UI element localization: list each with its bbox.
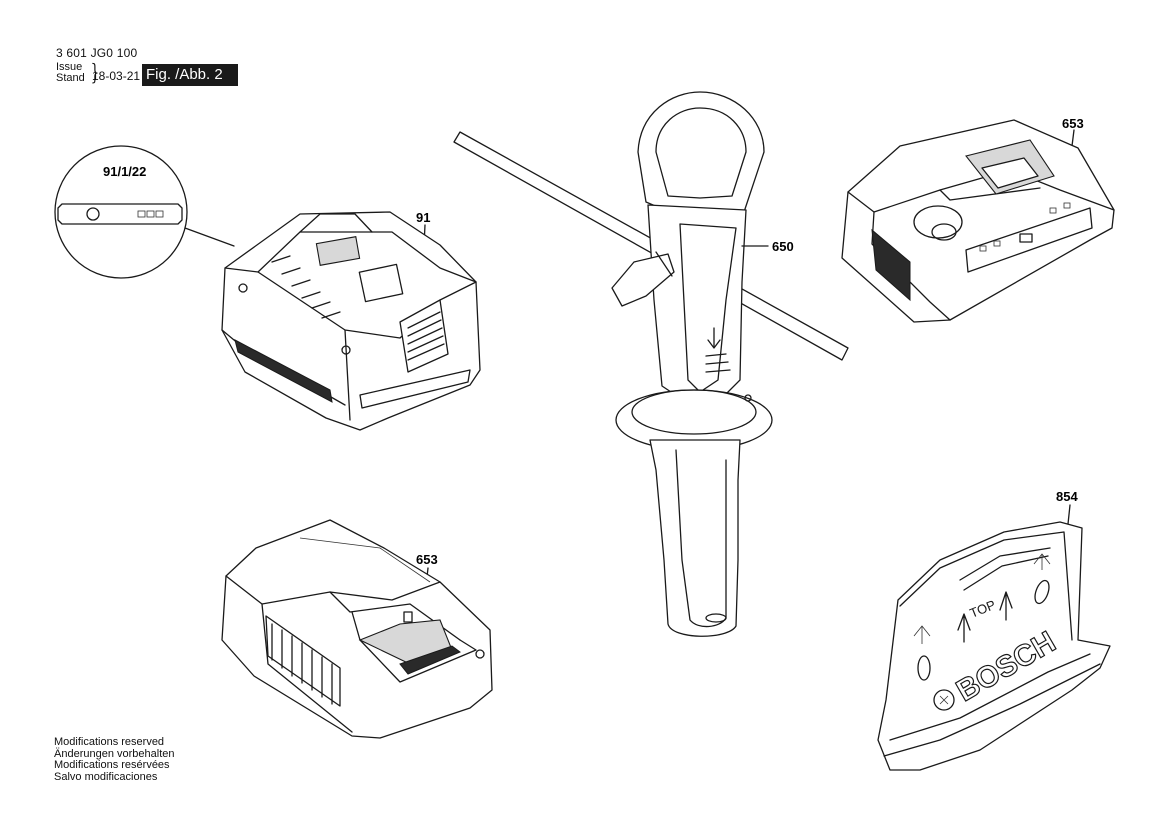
- detail-circle-91-1-22: [54, 145, 235, 279]
- issue-stand-label: Issue Stand }: [56, 61, 99, 85]
- callout-template: 854: [1056, 489, 1078, 504]
- auxiliary-handle-650: [453, 91, 849, 637]
- callout-battery: 91: [416, 210, 430, 225]
- brace-icon: }: [90, 61, 100, 86]
- footer-line-de: Änderungen vorbehalten: [54, 747, 175, 760]
- battery-pack-91: [221, 211, 481, 431]
- callout-handle: 650: [772, 239, 794, 254]
- charger-top-653: [841, 119, 1115, 323]
- stand-label: Stand: [56, 72, 85, 84]
- modifications-notice: Modifications reserved Änderungen vorbeh…: [54, 736, 175, 783]
- charger-bottom-653: [221, 519, 493, 739]
- issue-label: Issue: [56, 61, 83, 73]
- callout-charger-top: 653: [1062, 116, 1084, 131]
- footer-line-es: Salvo modificaciones: [54, 770, 158, 783]
- callout-detail: 91/1/22: [103, 164, 146, 179]
- part-number: 3 601 JG0 100: [56, 46, 138, 60]
- footer-line-en: Modifications reserved: [54, 736, 165, 748]
- footer-line-fr: Modifications resérvées: [54, 759, 170, 771]
- template-854: TOP BOSCH: [877, 504, 1111, 771]
- issue-date: 18-03-21: [92, 69, 141, 83]
- figure-label: Fig. /Abb. 2: [142, 64, 238, 86]
- callout-charger-bottom: 653: [416, 552, 438, 567]
